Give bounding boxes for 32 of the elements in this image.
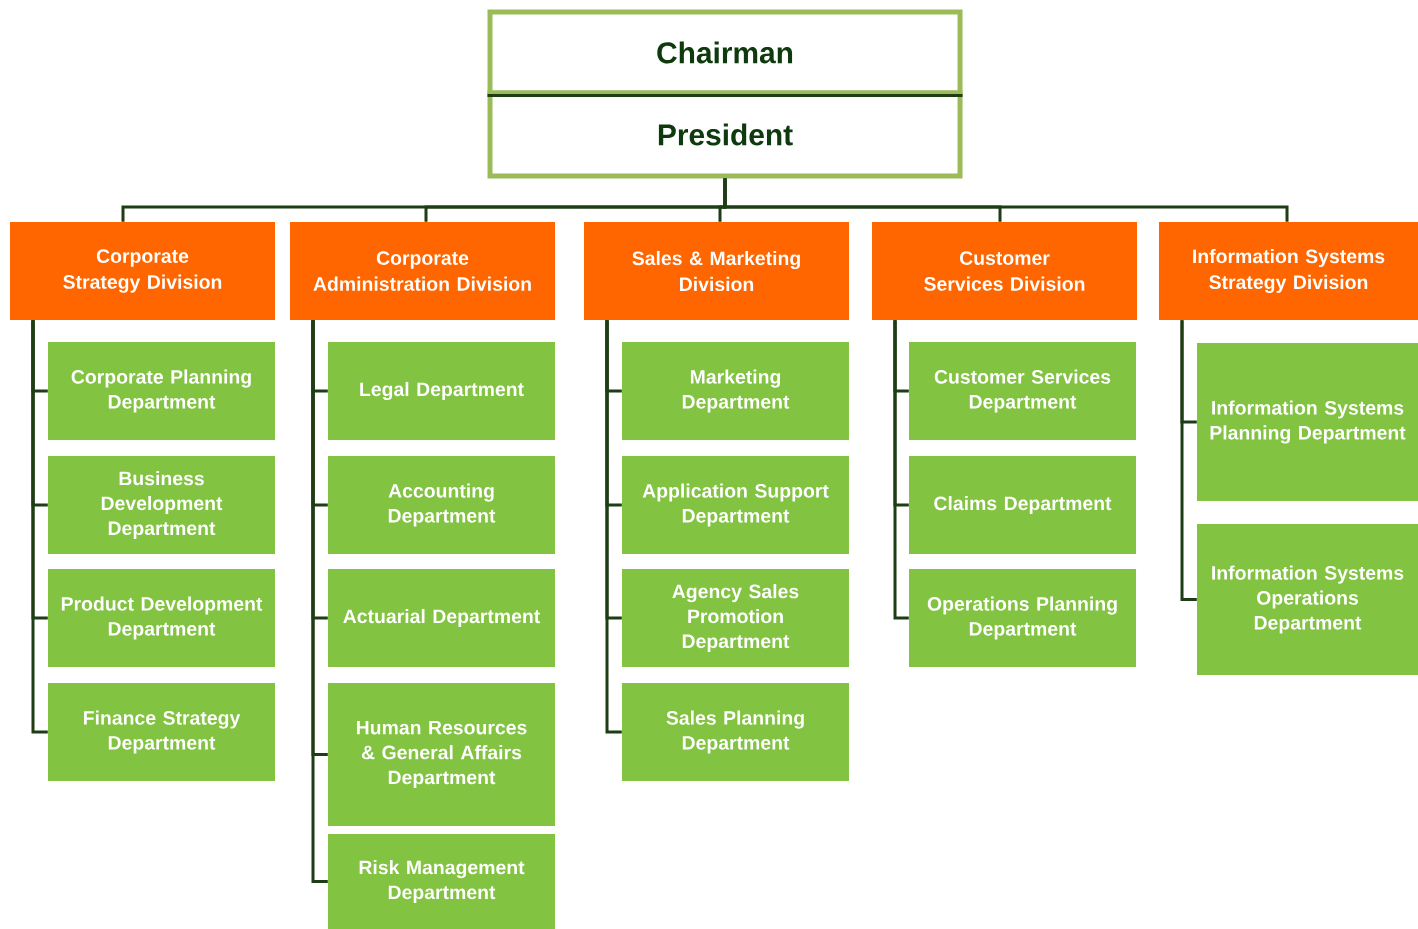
connector-line xyxy=(31,320,48,734)
department-box: Application Support Department xyxy=(622,456,849,554)
department-box: Accounting Department xyxy=(328,456,555,554)
department-box: Information Systems Planning Department xyxy=(1197,343,1418,501)
department-box: Agency Sales Promotion Department xyxy=(622,569,849,667)
department-box: Customer Services Department xyxy=(909,342,1136,440)
department-box: Legal Department xyxy=(328,342,555,440)
department-box: Corporate Planning Department xyxy=(48,342,275,440)
division-box: Customer Services Division xyxy=(872,222,1137,320)
division-box: Corporate Administration Division xyxy=(290,222,555,320)
connector-line xyxy=(1180,320,1197,601)
title-box: President xyxy=(487,90,963,179)
connector-line xyxy=(893,320,909,620)
department-box: Claims Department xyxy=(909,456,1136,554)
department-box: Operations Planning Department xyxy=(909,569,1136,667)
department-box: Marketing Department xyxy=(622,342,849,440)
department-box: Product Development Department xyxy=(48,569,275,667)
connector-line xyxy=(723,178,1289,222)
department-box: Actuarial Department xyxy=(328,569,555,667)
department-box: Sales Planning Department xyxy=(622,683,849,781)
division-box: Corporate Strategy Division xyxy=(10,222,275,320)
title-box: Chairman xyxy=(487,9,963,96)
department-box: Business Development Department xyxy=(48,456,275,554)
division-box: Information Systems Strategy Division xyxy=(1159,222,1418,320)
department-box: Risk Management Department xyxy=(328,834,555,929)
department-box: Human Resources & General Affairs Department xyxy=(328,683,555,826)
department-box: Finance Strategy Department xyxy=(48,683,275,781)
connector-line xyxy=(311,320,328,883)
department-box: Information Systems Operations Department xyxy=(1197,524,1418,675)
connector-line xyxy=(605,320,622,734)
division-box: Sales & Marketing Division xyxy=(584,222,849,320)
divider-line xyxy=(487,94,963,97)
